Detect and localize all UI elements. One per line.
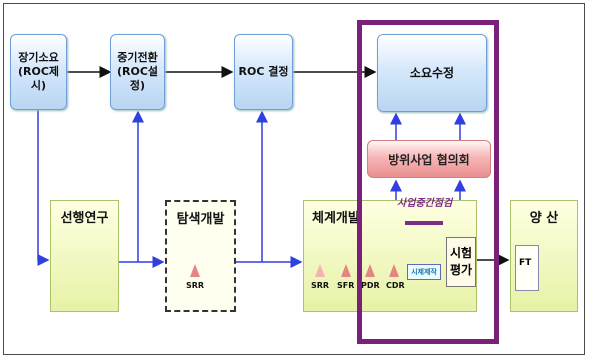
midterm-conversion-box: 중기전환 (ROC설정) [110, 34, 165, 110]
requirement-modification-box: 소요수정 [377, 34, 487, 112]
milestone-triangle-pdr [365, 264, 375, 277]
milestone-label-cdr: CDR [386, 281, 405, 290]
milestone-triangle-sfr [341, 264, 351, 277]
milestone-label-pdr: PDR [361, 281, 380, 290]
roc-decision-box: ROC 결정 [234, 34, 293, 110]
prior-research-box: 선행연구 [50, 200, 119, 312]
milestone-label-system-srr: SRR [311, 281, 330, 290]
exploratory-development-label: 탐색개발 [176, 212, 225, 227]
milestone-triangle-exploratory-srr [190, 264, 200, 277]
prior-research-label: 선행연구 [60, 211, 109, 226]
milestone-label-sfr: SFR [337, 281, 355, 290]
mid-check-bar [405, 221, 443, 225]
defense-acquisition-council-box: 방위사업 협의회 [367, 140, 491, 178]
diagram-frame [3, 3, 585, 355]
long-term-requirement-box: 장기소요 (ROC제시) [10, 34, 67, 110]
highlight-frame [357, 20, 499, 344]
milestone-label-exploratory-srr: SRR [186, 281, 205, 290]
production-label: 양 산 [529, 211, 559, 226]
long-term-requirement-label: 장기소요 (ROC제시) [17, 51, 60, 92]
ft-box: FT [515, 245, 539, 291]
mid-check-label: 사업중간점검 [397, 198, 453, 209]
defense-acquisition-council-label: 방위사업 협의회 [388, 152, 470, 167]
test-evaluation-box: 시험 평가 [446, 237, 476, 287]
system-development-label: 체계개발 [312, 211, 360, 226]
milestone-triangle-system-srr [315, 264, 325, 277]
requirement-modification-label: 소요수정 [409, 65, 455, 80]
prototype-label: 시제제작 [411, 268, 437, 276]
prototype-box: 시제제작 [407, 264, 441, 280]
ft-label: FT [519, 258, 532, 268]
midterm-conversion-label: 중기전환 (ROC설정) [116, 51, 159, 92]
exploratory-development-box: 탐색개발 [165, 200, 236, 312]
milestone-triangle-cdr [389, 264, 399, 277]
roc-decision-label: ROC 결정 [238, 65, 289, 79]
test-evaluation-label: 시험 평가 [449, 246, 473, 277]
arrow-req-down [37, 110, 50, 266]
